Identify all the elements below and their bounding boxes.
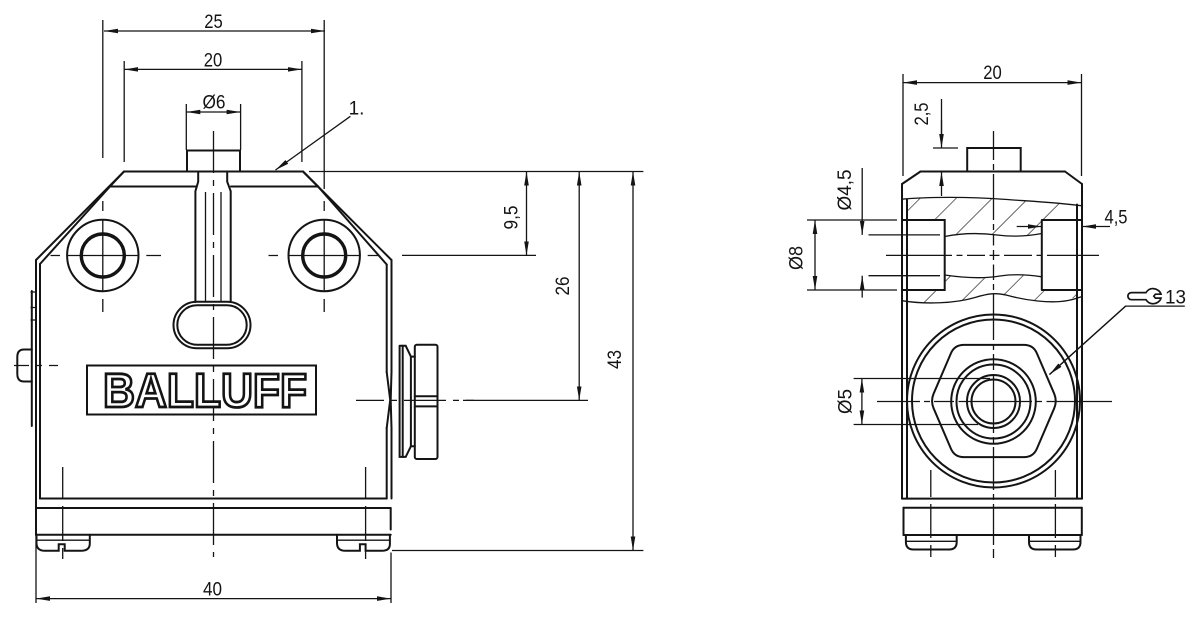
svg-text:2,5: 2,5 xyxy=(912,103,933,126)
svg-text:20: 20 xyxy=(204,51,223,72)
svg-text:Ø8: Ø8 xyxy=(787,246,808,270)
svg-text:BALLUFF: BALLUFF xyxy=(103,365,307,418)
svg-text:Ø6: Ø6 xyxy=(203,93,226,114)
svg-text:13: 13 xyxy=(1165,288,1186,309)
svg-text:Ø5: Ø5 xyxy=(836,389,857,414)
svg-text:40: 40 xyxy=(203,580,222,601)
svg-text:43: 43 xyxy=(605,350,626,369)
svg-text:20: 20 xyxy=(983,63,1002,84)
svg-text:26: 26 xyxy=(553,277,574,296)
svg-text:9,5: 9,5 xyxy=(502,206,523,230)
svg-text:25: 25 xyxy=(204,12,223,33)
svg-text:Ø4,5: Ø4,5 xyxy=(835,170,856,211)
svg-text:1.: 1. xyxy=(349,99,365,120)
svg-text:4,5: 4,5 xyxy=(1105,208,1128,229)
